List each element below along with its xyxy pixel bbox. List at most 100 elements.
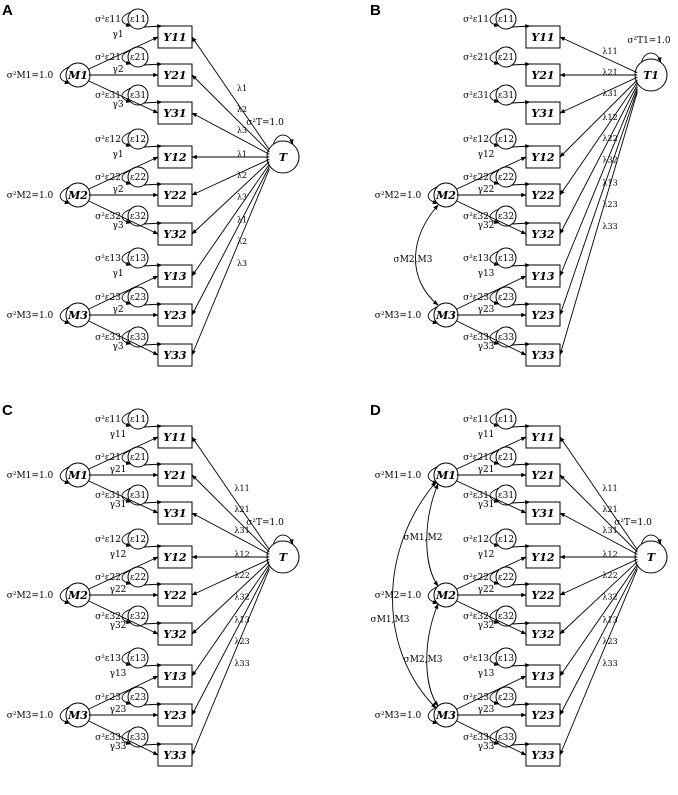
loading-path [191,566,270,716]
method-loading-label: γ2 [112,305,123,315]
error-variance-arrow [489,250,500,266]
error-path [511,144,531,149]
method-factor-label: M3 [435,309,456,322]
method-loading-label: γ11 [110,430,127,440]
loading-label: λ13 [602,615,617,624]
error-label: ε23 [130,293,146,303]
error-path [143,221,163,226]
t-variance-arrow [640,534,662,545]
error-circle [127,686,149,708]
method-path [456,675,527,710]
error-variance-label: σ²ε31 [463,91,489,101]
error-label: ε12 [130,135,146,145]
indicator-label: Y13 [163,270,187,283]
error-path [511,100,531,105]
error-variance-label: σ²ε33 [463,333,489,343]
loading-label: λ22 [234,571,249,580]
method-path [456,156,527,190]
loading-path [191,74,270,153]
error-variance-arrow [489,49,500,65]
latent-t-label: T [279,551,288,564]
error-circle [127,408,149,430]
indicator-label: Y12 [531,151,555,164]
method-factor-label: M1 [435,469,456,482]
method-factor-label: M3 [435,709,456,722]
panel-b: BT1σ²T1=1.0Y11ε11σ²ε11λ11Y21ε21σ²ε21λ21Y… [370,2,671,367]
loading-path [559,36,638,74]
error-variance-label: σ²ε23 [463,693,489,703]
error-variance-arrow [121,131,132,147]
error-variance-arrow [121,49,132,65]
indicator-label: Y13 [163,670,187,683]
loading-label: λ32 [234,592,249,601]
indicator-label: Y31 [531,507,554,520]
error-variance-arrow [489,650,500,666]
method-variance-label: σ²M1=1.0 [7,71,54,81]
method-variance-arrow [59,706,71,725]
method-path [88,480,159,514]
indicator-label: Y32 [531,628,555,641]
correlation-arc [415,204,439,306]
indicator-label: Y12 [163,551,187,564]
method-path [456,480,527,514]
loading-label: λ21 [602,68,617,77]
error-variance-arrow [489,569,500,585]
error-circle [127,484,149,506]
indicator-label: Y21 [163,69,186,82]
indicator-label: Y32 [531,228,555,241]
error-variance-label: σ²ε31 [463,491,489,501]
method-variance-arrow [59,186,71,205]
error-label: ε13 [498,654,514,664]
panel-letter: B [370,2,381,19]
t-variance-arrow [272,134,294,145]
loading-path [559,86,638,277]
error-path [511,500,531,505]
error-circle [495,566,517,588]
error-label: ε13 [130,254,146,264]
method-loading-label: γ33 [478,342,495,352]
error-variance-label: σ²ε22 [95,173,121,183]
indicator-label: Y22 [531,589,555,602]
method-factor-label: M2 [435,589,456,602]
t-variance-arrow [640,52,662,63]
method-variance-label: σ²M3=1.0 [375,311,422,321]
latent-t-label: T1 [643,69,659,82]
loading-path [191,436,270,551]
error-path [511,621,531,626]
error-path [143,742,163,747]
loading-path [191,168,270,356]
panel-letter: C [2,402,13,419]
loading-label: λ11 [234,484,249,493]
error-variance-arrow [121,289,132,305]
indicator-label: Y12 [531,551,555,564]
loading-path [191,558,270,596]
error-variance-label: σ²ε13 [95,654,121,664]
loading-label: λ22 [602,134,617,143]
error-circle [495,8,517,30]
loading-label: λ21 [234,505,249,514]
indicator-label: Y23 [531,309,555,322]
error-variance-label: σ²ε32 [95,612,121,622]
error-path [511,742,531,747]
error-variance-label: σ²ε11 [463,415,489,425]
loading-label: λ32 [602,592,617,601]
error-variance-label: σ²ε12 [463,135,489,145]
error-path [143,100,163,105]
error-circle [127,286,149,308]
loading-label: λ13 [602,179,617,188]
error-label: ε21 [498,53,514,63]
error-path [143,621,163,626]
method-path [88,275,159,310]
error-label: ε11 [498,415,514,425]
loading-label: λ12 [234,550,249,559]
panel-a: ATσ²T=1.0Y11ε11σ²ε11λ1Y21ε21σ²ε21λ2Y31ε3… [2,2,300,367]
error-path [143,302,163,307]
loading-label: λ23 [602,200,617,209]
method-loading-label: γ32 [110,621,127,631]
error-label: ε31 [498,91,514,101]
error-label: ε21 [130,53,146,63]
error-label: ε11 [130,415,146,425]
method-loading-label: γ12 [110,550,127,560]
error-path [143,500,163,505]
method-path [456,600,527,635]
